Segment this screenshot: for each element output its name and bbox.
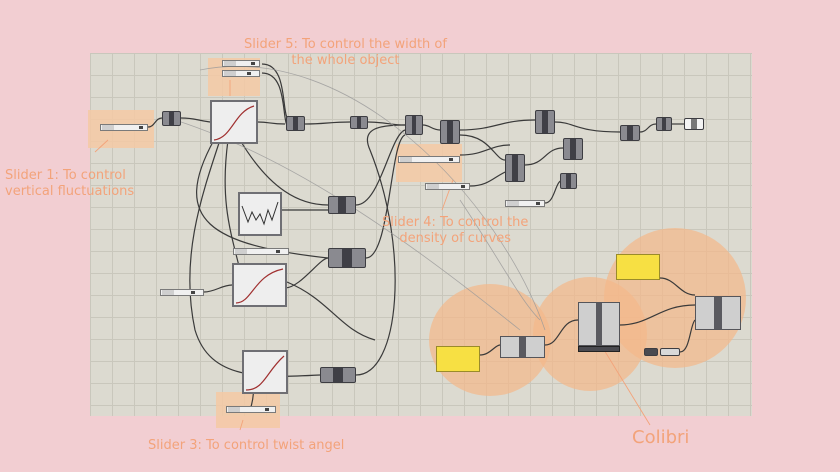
- slider4-annotation-text: Slider 4: To control the density of curv…: [382, 215, 529, 246]
- panel-icon[interactable]: [616, 254, 660, 280]
- colibri-label: Colibri: [632, 427, 690, 448]
- graph-mapper-icon[interactable]: [232, 263, 287, 307]
- slider5-annotation-text: Slider 5: To control the width of the wh…: [244, 37, 447, 68]
- colibri-aggregator-component[interactable]: [695, 296, 741, 330]
- slider1-annotation: Slider 1: To control vertical fluctuatio…: [5, 168, 134, 200]
- component-node[interactable]: [405, 115, 423, 135]
- graph-mapper-icon[interactable]: [242, 350, 288, 394]
- toggle-node[interactable]: [644, 348, 658, 356]
- component-node[interactable]: [656, 117, 672, 131]
- graph-mapper-icon[interactable]: [210, 100, 258, 144]
- slider1-annotation-text: Slider 1: To control vertical fluctuatio…: [5, 168, 135, 199]
- component-node[interactable]: [440, 120, 460, 144]
- colibri-iterator-component[interactable]: [578, 302, 620, 346]
- component-node[interactable]: [350, 116, 368, 129]
- slider-6[interactable]: [505, 200, 545, 207]
- slider5-annotation: Slider 5: To control the width of the wh…: [244, 37, 447, 69]
- slider-1[interactable]: [100, 124, 148, 131]
- component-node[interactable]: [286, 116, 305, 131]
- graph-mapper-icon[interactable]: [238, 192, 282, 236]
- component-node[interactable]: [162, 111, 181, 126]
- colibri-component[interactable]: [500, 336, 545, 358]
- component-node[interactable]: [563, 138, 583, 160]
- component-node[interactable]: [560, 173, 577, 189]
- panel-icon[interactable]: [436, 346, 480, 372]
- colibri-iterator-footer: [578, 346, 620, 352]
- component-node[interactable]: [328, 196, 356, 214]
- slider-4b[interactable]: [425, 183, 470, 190]
- component-node[interactable]: [505, 154, 525, 182]
- component-node[interactable]: [535, 110, 555, 134]
- slider3-annotation-text: Slider 3: To control twist angel: [148, 438, 345, 453]
- toggle-node[interactable]: [660, 348, 680, 356]
- slider-5a[interactable]: [222, 60, 260, 67]
- slider-3[interactable]: [226, 406, 276, 413]
- component-node[interactable]: [684, 118, 704, 130]
- slider-2[interactable]: [160, 289, 204, 296]
- component-node[interactable]: [620, 125, 640, 141]
- slider-4[interactable]: [398, 156, 460, 163]
- component-node[interactable]: [328, 248, 366, 268]
- component-node[interactable]: [320, 367, 356, 383]
- slider4-highlight: [396, 144, 462, 182]
- slider-5b[interactable]: [222, 70, 260, 77]
- slider4-annotation: Slider 4: To control the density of curv…: [382, 215, 528, 247]
- slider3-annotation: Slider 3: To control twist angel: [148, 438, 344, 454]
- slider-7[interactable]: [233, 248, 289, 255]
